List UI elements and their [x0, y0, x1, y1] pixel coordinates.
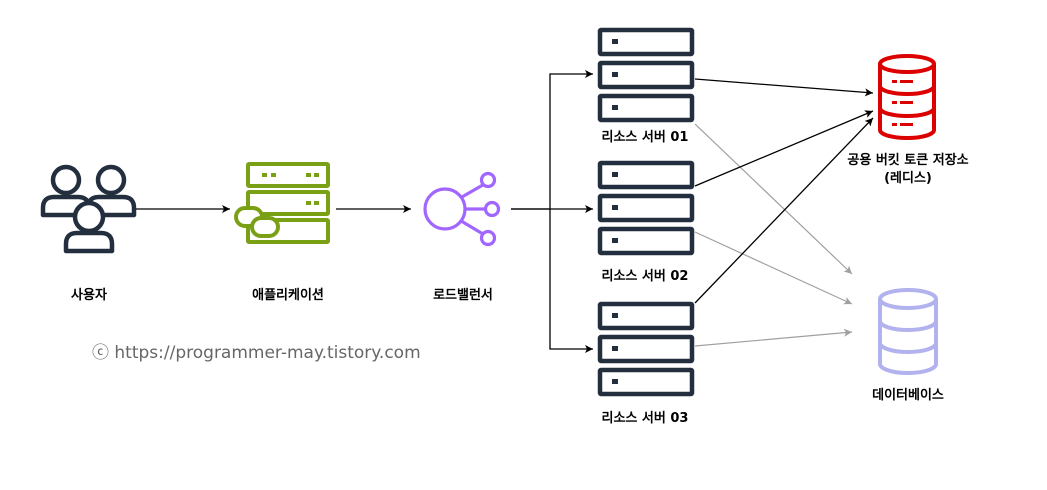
edge-server01-database: [694, 123, 853, 275]
load-balancer-label: 로드밸런서: [433, 288, 493, 303]
server-02-label: 리소스 서버 02: [601, 269, 689, 284]
server-01-icon[interactable]: [597, 27, 695, 123]
database-icon[interactable]: [878, 288, 938, 375]
redis-database-icon[interactable]: [878, 54, 936, 140]
server-02-icon[interactable]: [597, 160, 695, 256]
redis-label-line2: (레디스): [884, 171, 932, 186]
server-01-label: 리소스 서버 01: [601, 130, 689, 145]
users-icon[interactable]: [40, 164, 137, 254]
edge-server02-database: [694, 231, 853, 305]
redis-label-line1: 공용 버킷 토큰 저장소: [847, 153, 969, 168]
server-03-icon[interactable]: [597, 301, 695, 397]
users-label: 사용자: [71, 288, 107, 303]
database-label: 데이터베이스: [872, 388, 944, 403]
edge-server01-redis: [694, 78, 874, 97]
edges-to-database: [694, 123, 853, 347]
edge-server03-redis: [694, 117, 874, 304]
edge-loadbalancer-server03: [549, 209, 593, 353]
application-label: 애플리케이션: [252, 288, 324, 303]
edge-server03-database: [694, 328, 853, 347]
copyright-watermark: ⓒ https://programmer-may.tistory.com: [92, 343, 421, 363]
edge-server02-redis: [694, 110, 874, 187]
edges-main: [136, 70, 874, 353]
load-balancer-icon[interactable]: [423, 171, 501, 247]
application-icon[interactable]: [234, 162, 330, 244]
server-03-label: 리소스 서버 03: [601, 411, 689, 426]
